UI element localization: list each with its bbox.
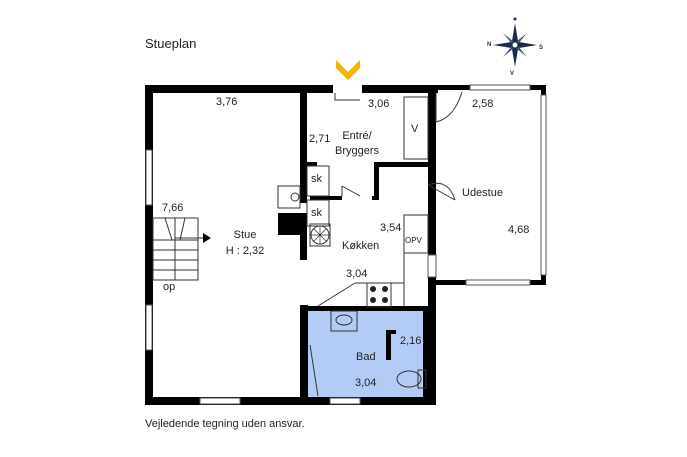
staircase	[152, 217, 210, 281]
sk-bottom-label: sk	[311, 207, 322, 219]
entre-name-line1: Entré/	[342, 130, 372, 142]
interior-walls	[278, 93, 428, 397]
burner-radial	[311, 226, 329, 244]
stue-width: 3,76	[216, 96, 238, 108]
udestue-depth: 4,68	[508, 224, 530, 236]
bad-depth: 2,16	[400, 335, 422, 347]
footer-disclaimer: Vejledende tegning uden ansvar.	[145, 418, 305, 430]
stairs-label: op	[163, 281, 176, 293]
compass-icon	[493, 17, 537, 67]
bad-name: Bad	[356, 351, 376, 363]
sk-top-label: sk	[311, 173, 322, 185]
opv-label: OPV	[405, 236, 422, 245]
compass-west-label: V	[510, 71, 515, 77]
kokken-name: Køkken	[342, 240, 380, 252]
stue-name: Stue	[233, 229, 257, 241]
stue-depth: 7,66	[162, 202, 184, 214]
kokken-depth: 3,54	[380, 222, 402, 234]
udestue-width: 2,58	[472, 98, 494, 110]
entre-depth: 2,71	[309, 133, 331, 145]
bathroom-floor	[308, 310, 428, 397]
compass-north-label: N	[487, 42, 492, 48]
stove-burners	[370, 286, 388, 303]
page-title: Stueplan	[145, 36, 197, 51]
bad-width: 3,04	[355, 377, 377, 389]
windows	[145, 84, 547, 405]
v-cabinet-label: V	[411, 123, 419, 135]
entre-name-line2: Bryggers	[334, 145, 380, 157]
stue-height: H : 2,32	[225, 245, 265, 257]
entrance-arrow-icon	[336, 60, 360, 80]
udestue-name: Udestue	[462, 187, 503, 199]
kokken-width: 3,04	[346, 268, 368, 280]
stair-arrow	[203, 233, 211, 243]
compass-south-label: S	[539, 45, 544, 51]
entre-width: 3,06	[368, 98, 390, 110]
